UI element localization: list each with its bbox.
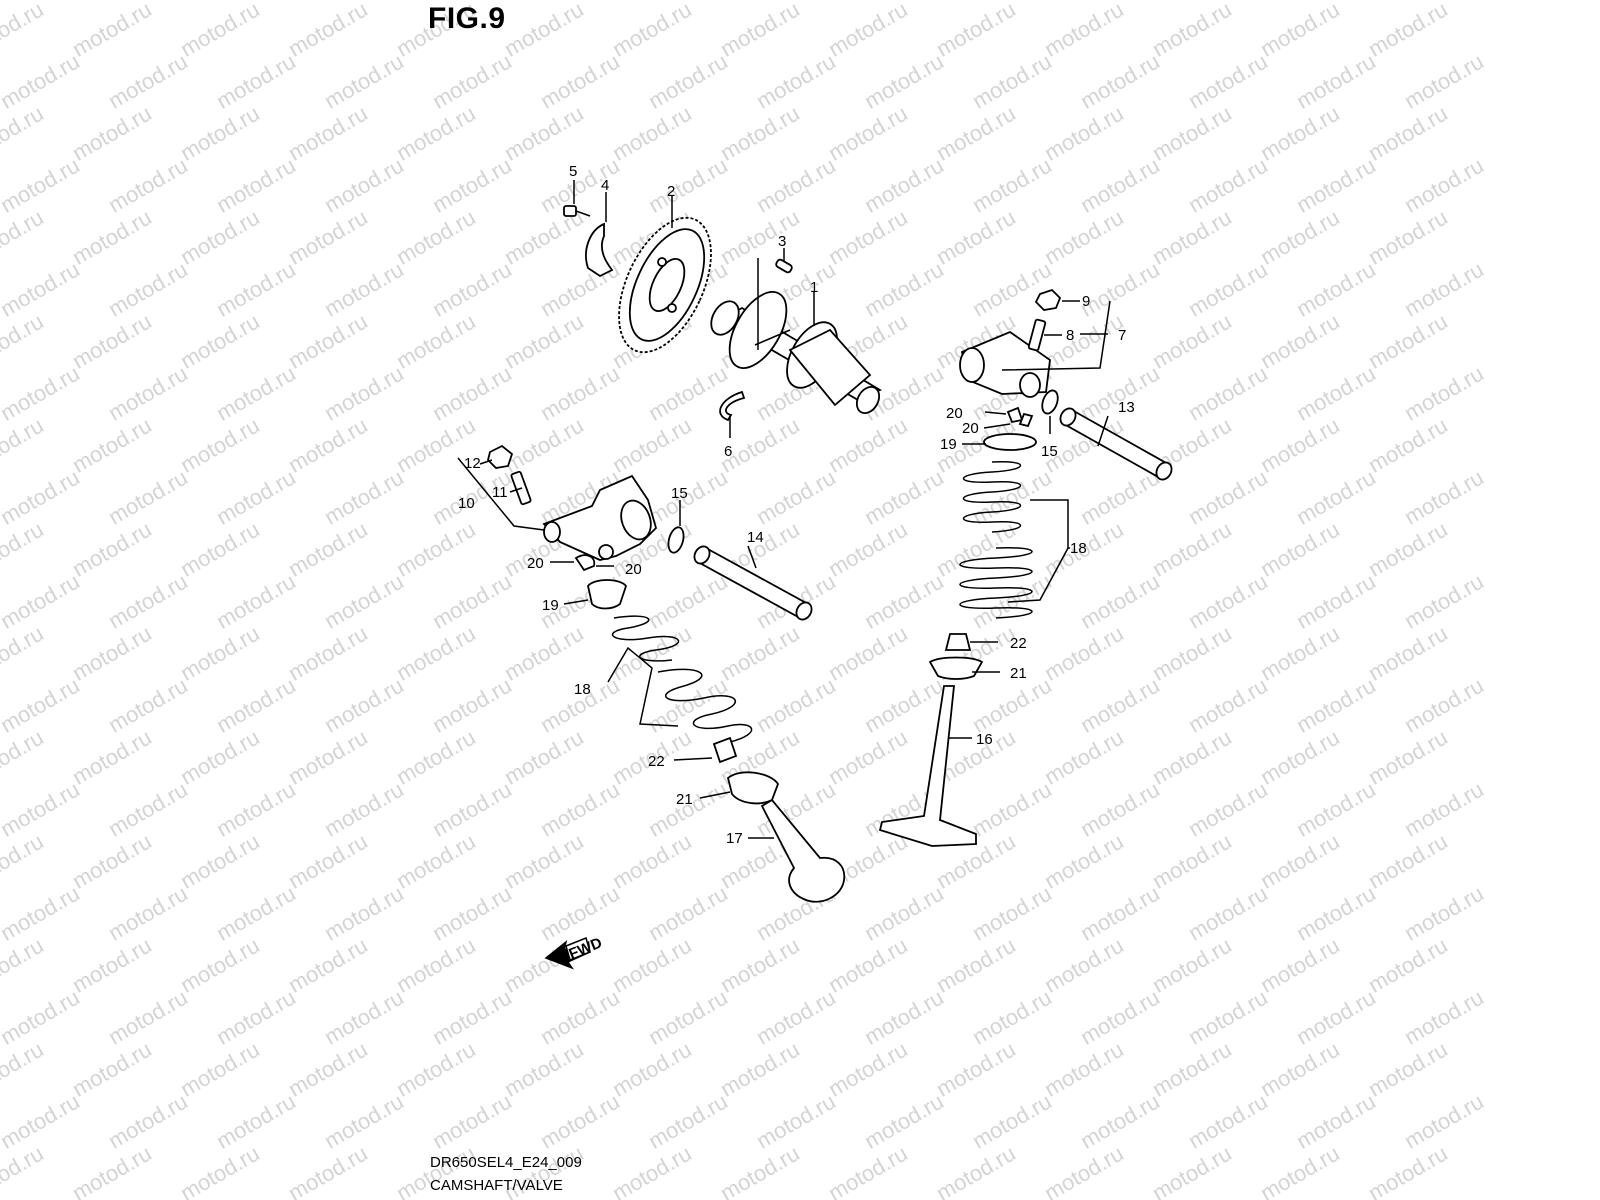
lock-nut bbox=[1034, 288, 1062, 311]
spring-seat-right bbox=[928, 656, 984, 680]
callout-20-left-a: 20 bbox=[527, 555, 544, 572]
o-ring-right bbox=[1041, 389, 1059, 415]
spring-retainer-left bbox=[587, 579, 628, 610]
callout-19-right: 19 bbox=[940, 436, 957, 453]
callout-4: 4 bbox=[601, 177, 609, 194]
valve-cotter-left bbox=[574, 554, 596, 572]
callout-6: 6 bbox=[724, 443, 732, 460]
adjust-screw bbox=[1027, 318, 1047, 352]
leader-lines bbox=[457, 180, 1111, 839]
callout-11: 11 bbox=[492, 484, 508, 501]
callout-12: 12 bbox=[464, 455, 481, 472]
callout-labels: 5 4 2 3 1 6 9 8 7 13 15 20 20 19 18 22 2… bbox=[458, 163, 1135, 847]
sprocket-bolt bbox=[563, 205, 591, 217]
callout-3: 3 bbox=[778, 233, 786, 250]
valve-cotter-right bbox=[1006, 406, 1024, 424]
callout-17: 17 bbox=[726, 830, 743, 847]
callout-16: 16 bbox=[976, 731, 993, 748]
o-ring-left bbox=[667, 526, 685, 554]
cam-sprocket bbox=[618, 216, 712, 354]
camshaft bbox=[710, 291, 882, 415]
diagram-code: DR650SEL4_E24_009 bbox=[430, 1154, 582, 1171]
fwd-arrow-icon: FWD bbox=[544, 934, 605, 970]
callout-20-left-b: 20 bbox=[625, 561, 642, 578]
callout-18-left: 18 bbox=[574, 681, 591, 698]
callout-14: 14 bbox=[747, 529, 764, 546]
valve-cotter-right-2 bbox=[1018, 412, 1034, 428]
callout-18-right: 18 bbox=[1070, 540, 1087, 557]
rocker-shaft-left bbox=[693, 545, 813, 621]
callout-1: 1 bbox=[810, 279, 818, 296]
diagram-caption: CAMSHAFT/VALVE bbox=[430, 1177, 563, 1194]
callout-21-right: 21 bbox=[1010, 665, 1027, 682]
spring-retainer-right bbox=[983, 433, 1037, 451]
rocker-shaft-right bbox=[1059, 407, 1173, 481]
lock-plate bbox=[585, 222, 614, 278]
callout-5: 5 bbox=[569, 163, 577, 180]
callout-8: 8 bbox=[1066, 327, 1074, 344]
callout-20-right-a: 20 bbox=[946, 405, 963, 422]
callout-15-right: 15 bbox=[1041, 443, 1058, 460]
spring-seat-left bbox=[726, 771, 780, 805]
callout-2: 2 bbox=[667, 183, 675, 200]
rocker-arm-left bbox=[542, 474, 658, 561]
exhaust-valve bbox=[878, 685, 977, 847]
callout-13: 13 bbox=[1118, 399, 1135, 416]
callout-20-right-b: 20 bbox=[962, 420, 979, 437]
circlip bbox=[719, 390, 746, 422]
intake-valve bbox=[760, 798, 846, 903]
figure-title: FIG.9 bbox=[428, 2, 506, 35]
stem-seal-right bbox=[944, 633, 972, 651]
callout-10: 10 bbox=[458, 495, 475, 512]
callout-15-left: 15 bbox=[671, 485, 688, 502]
stem-seal-left bbox=[712, 736, 738, 764]
valve-springs-right bbox=[959, 460, 1033, 619]
callout-9: 9 bbox=[1082, 293, 1090, 310]
dowel-pin bbox=[775, 258, 793, 274]
callout-22-left: 22 bbox=[648, 753, 665, 770]
callout-19-left: 19 bbox=[542, 597, 559, 614]
callout-22-right: 22 bbox=[1010, 635, 1027, 652]
fwd-label: FWD bbox=[567, 934, 605, 963]
callout-21-left: 21 bbox=[676, 791, 693, 808]
lock-nut-left bbox=[487, 444, 514, 469]
callout-7: 7 bbox=[1118, 327, 1126, 344]
valve-springs-left bbox=[611, 615, 753, 743]
